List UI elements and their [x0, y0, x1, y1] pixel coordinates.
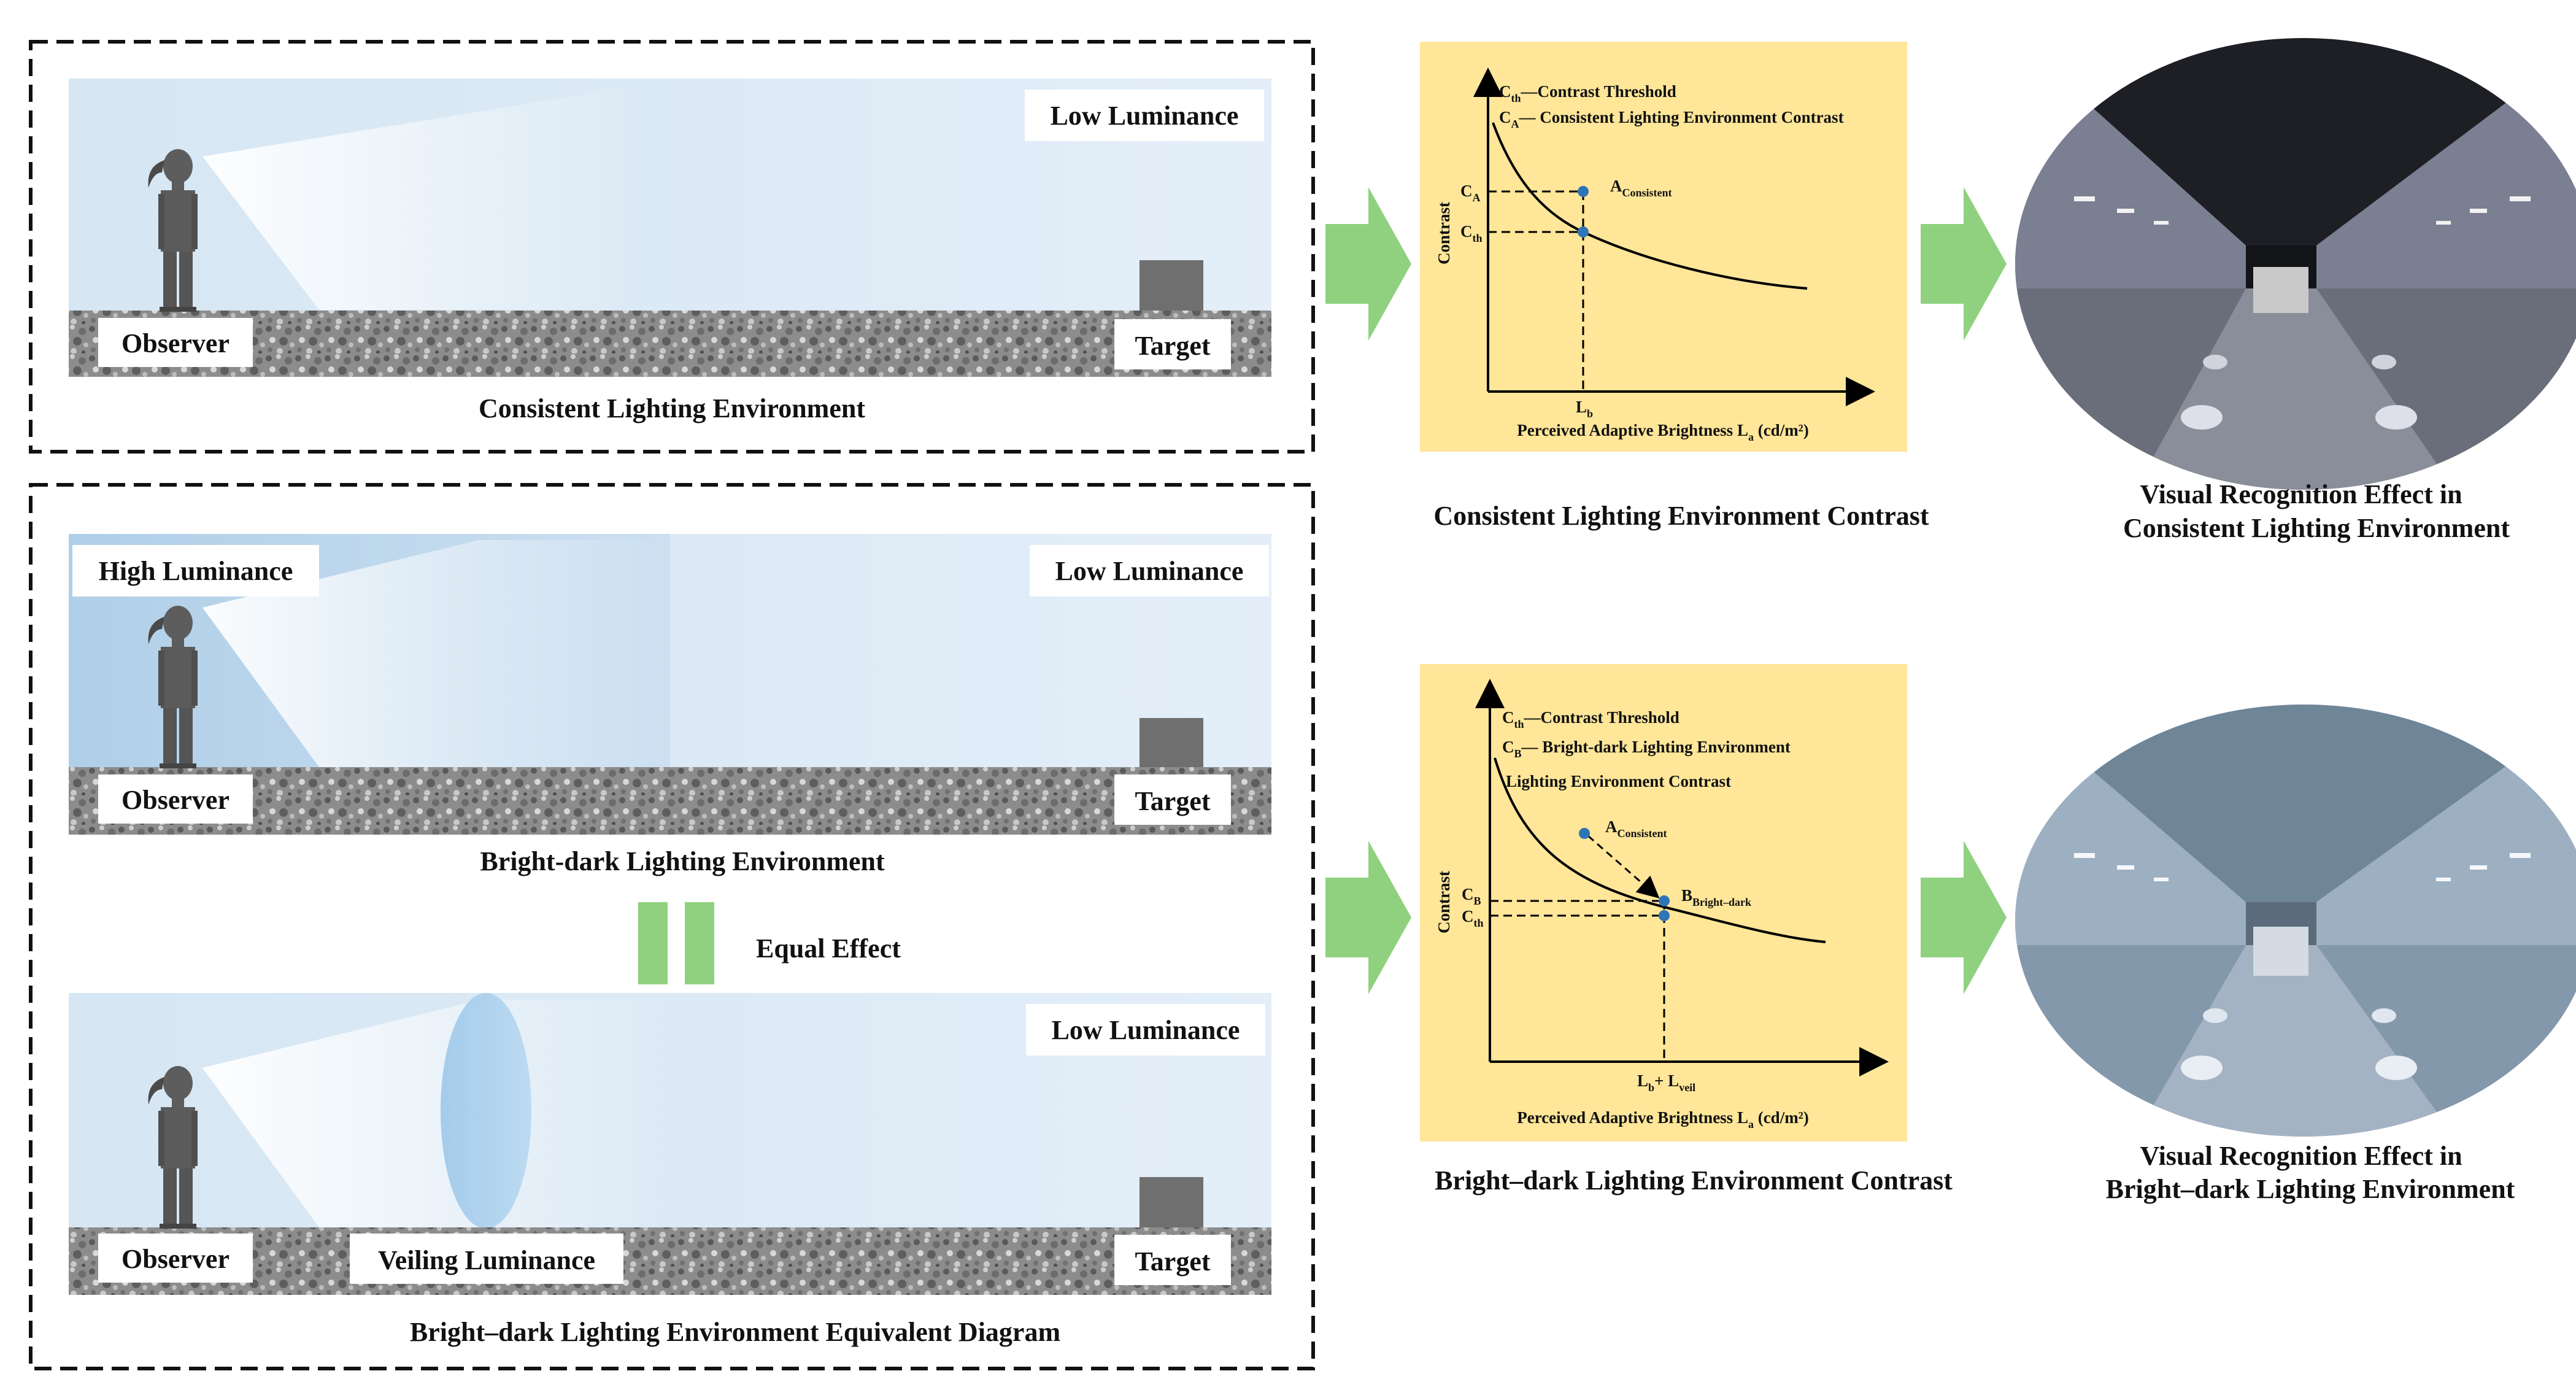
panel-bot-lowlum-box [1026, 1004, 1265, 1056]
graph1-caption: Consistent Lighting Environment Contrast [1433, 501, 1929, 531]
panel-mid-target-label-box [1114, 774, 1231, 825]
panel-top-target-text: Target [1135, 331, 1210, 361]
panel-mid-lowlum-box [1030, 545, 1269, 597]
equal-bar-right [685, 902, 714, 984]
graph2-tick-cth: Cth [1462, 907, 1484, 929]
panel-bot-target-label-box [1114, 1235, 1231, 1285]
view-consistent-line2: Consistent Lighting Environment [2123, 513, 2510, 543]
graph2-shift-arrow [1587, 835, 1660, 898]
arrow-to-graph1 [1325, 187, 1411, 341]
graph2-legend-line3: Lighting Environment Contrast [1506, 772, 1731, 790]
panel-top-caption: Consistent Lighting Environment [479, 393, 865, 423]
graph1-tick-lb: Lb [1576, 398, 1593, 420]
panel-mid-highlum-box [72, 545, 319, 597]
graph1-point-a [1578, 186, 1589, 197]
veiling-ellipse [441, 993, 531, 1229]
graph1-legend-line1: Cth—Contrast Threshold [1499, 82, 1676, 104]
arrow-to-view2 [1921, 841, 2007, 994]
graph1-legend-line2: CA— Consistent Lighting Environment Cont… [1499, 108, 1844, 130]
graph2-legend-line1: Cth—Contrast Threshold [1502, 708, 1679, 730]
graph1-tick-ca: CA [1460, 182, 1481, 204]
graph2-tick-lb-veil: Lb+ Lveil [1637, 1072, 1695, 1094]
graph2-point-a-label: AConsistent [1605, 817, 1667, 840]
panel-top-observer-text: Observer [121, 328, 229, 358]
panel-top-lowlum-box [1025, 90, 1264, 141]
panel-mid-beam [202, 540, 670, 767]
panel-bot-target-text: Target [1135, 1246, 1210, 1276]
view-consistent-line1: Visual Recognition Effect in [2140, 479, 2462, 509]
graph1-point-cth [1578, 226, 1589, 238]
panel-bot-ground [69, 1227, 1271, 1295]
tunnel-view-bright-dark [2015, 705, 2576, 1137]
panel-mid-target-box [1140, 718, 1203, 767]
graph2-point-a [1579, 828, 1590, 839]
graph2-tick-cb: CB [1462, 885, 1481, 907]
panel-top-lowlum-text: Low Luminance [1051, 101, 1239, 131]
panel-top-target-label-box [1114, 319, 1231, 369]
graph2-threshold-curve [1494, 757, 1826, 943]
graph2-point-cth [1659, 910, 1670, 921]
graph1-ylabel: Contrast [1435, 202, 1453, 265]
view-bright-dark-line2: Bright–dark Lighting Environment [2106, 1174, 2515, 1204]
panel-bot-beam [202, 1000, 670, 1227]
graph1-xlabel: Perceived Adaptive Brightness La (cd/m²) [1517, 421, 1809, 443]
panel-bot-observer-text: Observer [121, 1244, 229, 1274]
graph1-threshold-curve [1492, 122, 1808, 290]
graph2-caption: Bright–dark Lighting Environment Contras… [1435, 1165, 1953, 1195]
graph1-tick-cth: Cth [1460, 222, 1483, 244]
graph2-xlabel: Perceived Adaptive Brightness La (cd/m²) [1517, 1108, 1809, 1130]
panel-bot-caption: Bright–dark Lighting Environment Equival… [410, 1317, 1060, 1347]
panel-bot-veiling-text: Veiling Luminance [378, 1245, 595, 1275]
equal-bar-left [638, 902, 668, 984]
graph2-legend-line2: CB— Bright-dark Lighting Environment [1502, 738, 1791, 760]
graph1-point-a-label: AConsistent [1610, 177, 1672, 199]
graph2-point-b-label: BBright–dark [1681, 886, 1751, 908]
panel-mid-highlum-text: High Luminance [99, 556, 293, 586]
panel-bot-target-box [1140, 1177, 1203, 1227]
panel-top-ground [69, 311, 1271, 377]
panel-mid-caption: Bright-dark Lighting Environment [480, 846, 885, 876]
panel-top-observer-box [98, 318, 253, 367]
graph2-point-b [1659, 895, 1670, 906]
panel-bot-lowlum-text: Low Luminance [1052, 1015, 1240, 1045]
panel-top-target-box [1140, 260, 1203, 311]
arrow-to-graph2 [1325, 841, 1411, 994]
panel-mid-lowlum-text: Low Luminance [1055, 556, 1244, 586]
panel-mid-ground [69, 767, 1271, 835]
panel-mid-target-text: Target [1135, 786, 1210, 816]
panel-top-frame [29, 40, 1315, 454]
panel-mid-observer-text: Observer [121, 785, 229, 815]
graph2-ylabel: Contrast [1435, 871, 1453, 933]
panel-top-beam [202, 86, 638, 310]
panel-bot-veiling-box [350, 1234, 623, 1284]
panel-mid-observer-box [98, 774, 253, 824]
equal-effect-label: Equal Effect [756, 933, 901, 964]
arrow-to-view1 [1921, 187, 2007, 341]
tunnel-view-consistent [2015, 38, 2576, 490]
view-bright-dark-line1: Visual Recognition Effect in [2140, 1141, 2462, 1171]
panel-bot-observer-box [98, 1234, 253, 1283]
graph1-background [1420, 42, 1907, 452]
